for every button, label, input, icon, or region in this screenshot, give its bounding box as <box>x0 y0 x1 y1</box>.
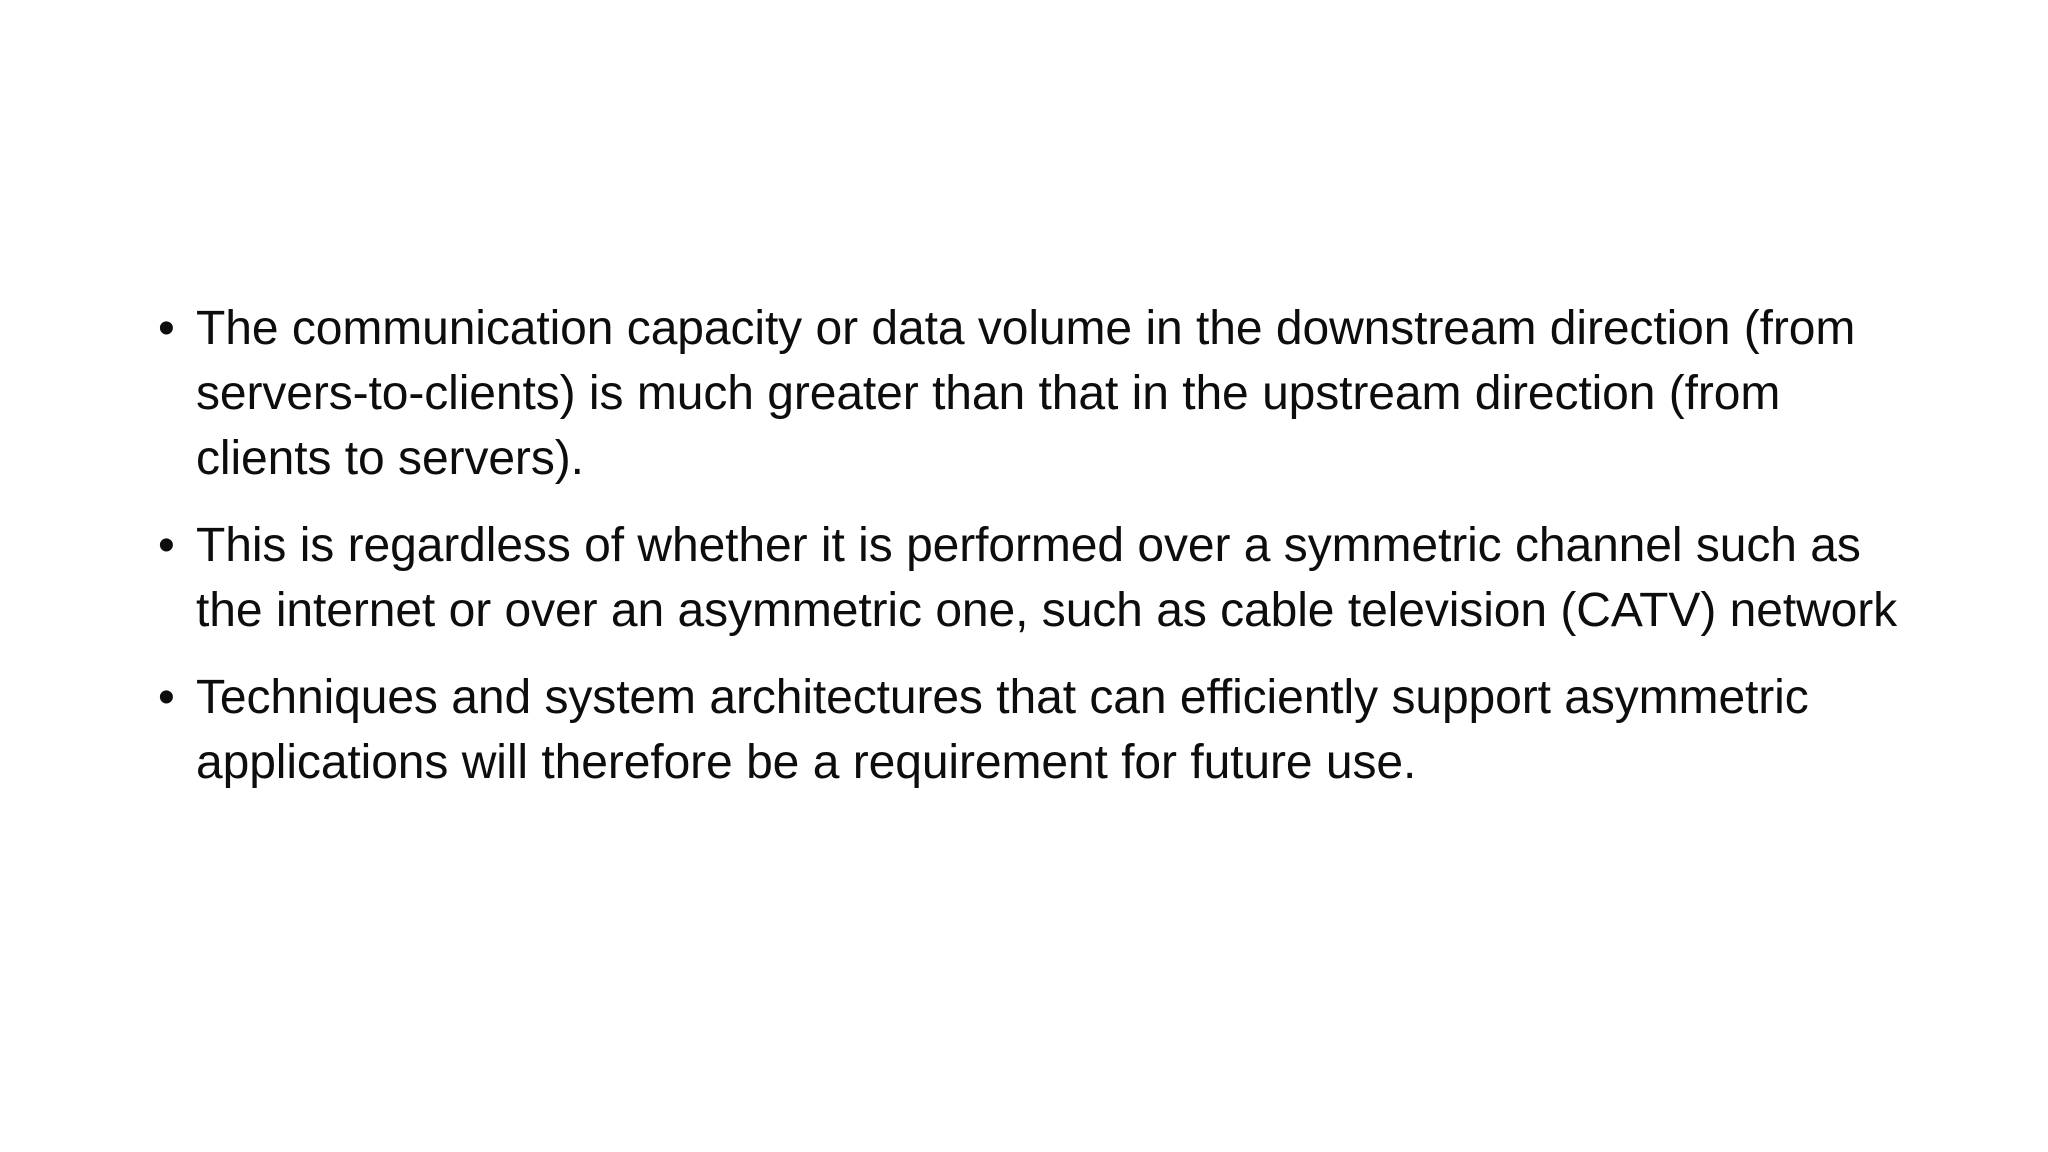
bullet-item-text: This is regardless of whether it is perf… <box>196 519 1898 637</box>
bullet-point-icon: • <box>158 302 175 355</box>
list-item[interactable]: • The communication capacity or data vol… <box>152 296 1912 491</box>
bullet-point-icon: • <box>158 671 175 724</box>
list-item[interactable]: • Techniques and system architectures th… <box>152 665 1912 795</box>
bullet-point-icon: • <box>158 519 175 572</box>
bullet-item-text: The communication capacity or data volum… <box>196 302 1856 485</box>
slide-content-placeholder: • The communication capacity or data vol… <box>152 296 1912 795</box>
bullet-item-text: Techniques and system architectures that… <box>196 671 1809 789</box>
bullet-list: • The communication capacity or data vol… <box>152 296 1912 795</box>
list-item[interactable]: • This is regardless of whether it is pe… <box>152 513 1912 643</box>
